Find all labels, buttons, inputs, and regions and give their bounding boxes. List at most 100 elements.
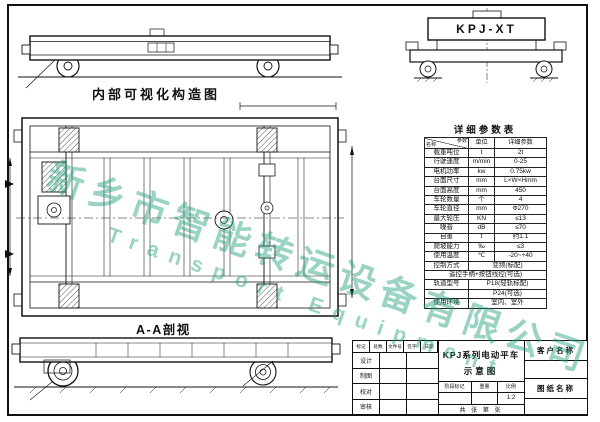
- staff-row: 审核: [353, 399, 438, 415]
- param-unit-cell: t: [468, 232, 495, 243]
- scale-label: 比例: [505, 384, 516, 390]
- side-elevation-view: [18, 28, 342, 89]
- dimension-lines: [8, 102, 354, 298]
- param-row: 使用温度℃-20~+40: [424, 251, 547, 262]
- revision-strip-cell: 文件号: [387, 341, 404, 352]
- param-unit-cell: m/min: [468, 157, 495, 168]
- param-name-cell: 台面高度: [424, 185, 469, 196]
- param-row: 使用环境室内、室外: [424, 298, 547, 309]
- param-table-title: 详细参数表: [453, 125, 517, 136]
- staff-grid: 设计 制图 校对 审核: [353, 353, 438, 414]
- param-unit-cell: dB: [468, 223, 495, 234]
- param-unit-header: 单位: [468, 137, 495, 149]
- param-name-cell: [424, 288, 469, 300]
- drawing-title-cell: KPJ系列电动平车 示意图: [438, 341, 524, 381]
- drawing-name-label: 图纸名称: [537, 383, 575, 393]
- param-value-cell: L×W×Hmm: [494, 176, 547, 187]
- param-name-cell: 载重吨位: [424, 147, 469, 159]
- staff-signature-cell: [380, 384, 407, 399]
- revision-strip-cell: 标记: [353, 341, 370, 352]
- sheet-border: [7, 4, 588, 416]
- param-unit-cell: ℃: [468, 251, 495, 262]
- staff-date-cell: [407, 384, 438, 399]
- param-unit-cell: mm: [468, 176, 495, 187]
- param-name-cell: 使用环境: [424, 298, 469, 309]
- param-row: 控制方式变频(标配): [424, 260, 547, 272]
- param-unit-cell: t: [468, 147, 495, 159]
- internal-structure-label: 内部可视化构造图: [92, 87, 221, 102]
- param-value-cell: 450: [494, 185, 547, 196]
- title-block-divider: [438, 404, 524, 405]
- customer-name-value: [524, 360, 588, 378]
- title-block-divider: [524, 378, 588, 379]
- drawing-title-line2: 示意图: [463, 366, 499, 376]
- title-block-divider: [438, 381, 524, 382]
- model-badge-box: [427, 17, 546, 41]
- param-unit-cell: ‰: [468, 241, 495, 253]
- param-row: 遥控手柄+按钮线控(可选): [424, 270, 547, 281]
- param-unit-cell: mm: [468, 204, 495, 215]
- staff-row: 设计: [353, 353, 438, 369]
- stage-mark-label: 阶段标记: [438, 381, 472, 392]
- section-view: [11, 337, 341, 401]
- revision-strip-cell: 处数: [370, 341, 387, 352]
- end-view: [405, 8, 567, 83]
- param-unit-cell: mm: [468, 185, 495, 196]
- staff-date-cell: [407, 400, 438, 415]
- title-block: 标记 处数 文件号 签字 日期 设计 制图: [352, 340, 588, 415]
- staff-signature-cell: [380, 399, 407, 414]
- param-value-cell: 2t: [494, 147, 547, 159]
- param-name-cell: 使用温度: [424, 251, 469, 262]
- drawing-name-value: [524, 398, 588, 414]
- drawing-title-line1: KPJ系列电动平车: [442, 350, 520, 360]
- param-unit-cell: 个: [468, 194, 495, 206]
- stage-label-row: 阶段标记 重量 比例: [438, 381, 524, 392]
- param-value-cell: P24(可选): [468, 288, 547, 300]
- param-name-cell: 最大轮压: [424, 213, 469, 225]
- staff-signature-cell: [380, 368, 407, 383]
- param-value-cell: 变频(标配): [468, 260, 547, 272]
- title-block-divider: [524, 398, 588, 399]
- staff-label: 校对: [353, 384, 380, 399]
- title-block-divider: [524, 341, 525, 414]
- param-corner-cell: 参数 名称: [424, 137, 469, 149]
- model-badge-label: KPJ-XT: [456, 22, 517, 36]
- stage-value-row: 1:2: [438, 392, 524, 404]
- section-view-label: A-A剖视: [136, 323, 191, 337]
- param-value-cell: 0.75kw: [494, 166, 547, 178]
- param-value-cell: 室内、室外: [468, 298, 547, 309]
- param-name-cell: 车轮直径: [424, 204, 469, 215]
- param-value-cell: Φ270: [494, 204, 547, 215]
- param-value-cell: ≤70: [494, 223, 547, 234]
- stage-mark-value: [438, 392, 472, 404]
- param-name-cell: 爬坡能力: [424, 241, 469, 253]
- param-name-cell: 噪音: [424, 223, 469, 234]
- param-value-cell: 0-25: [494, 157, 547, 168]
- staff-date-cell: [407, 369, 438, 384]
- staff-date-cell: [407, 353, 438, 368]
- param-name-cell: 自重: [424, 232, 469, 243]
- param-value-cell: P18(轻轨标配): [468, 279, 547, 290]
- sheet-count-row: 共 张 第 张: [459, 408, 503, 414]
- staff-row: 制图: [353, 368, 438, 384]
- param-name-cell: 车轮数量: [424, 194, 469, 206]
- weight-label: 重量: [472, 381, 498, 392]
- param-value-cell: 约1.1: [494, 232, 547, 243]
- param-header-row: 参数 名称 单位 详细参数: [424, 137, 547, 149]
- param-row: P24(可选): [424, 288, 547, 300]
- param-name-cell: 控制方式: [424, 260, 469, 272]
- param-value-cell: 4: [494, 194, 547, 206]
